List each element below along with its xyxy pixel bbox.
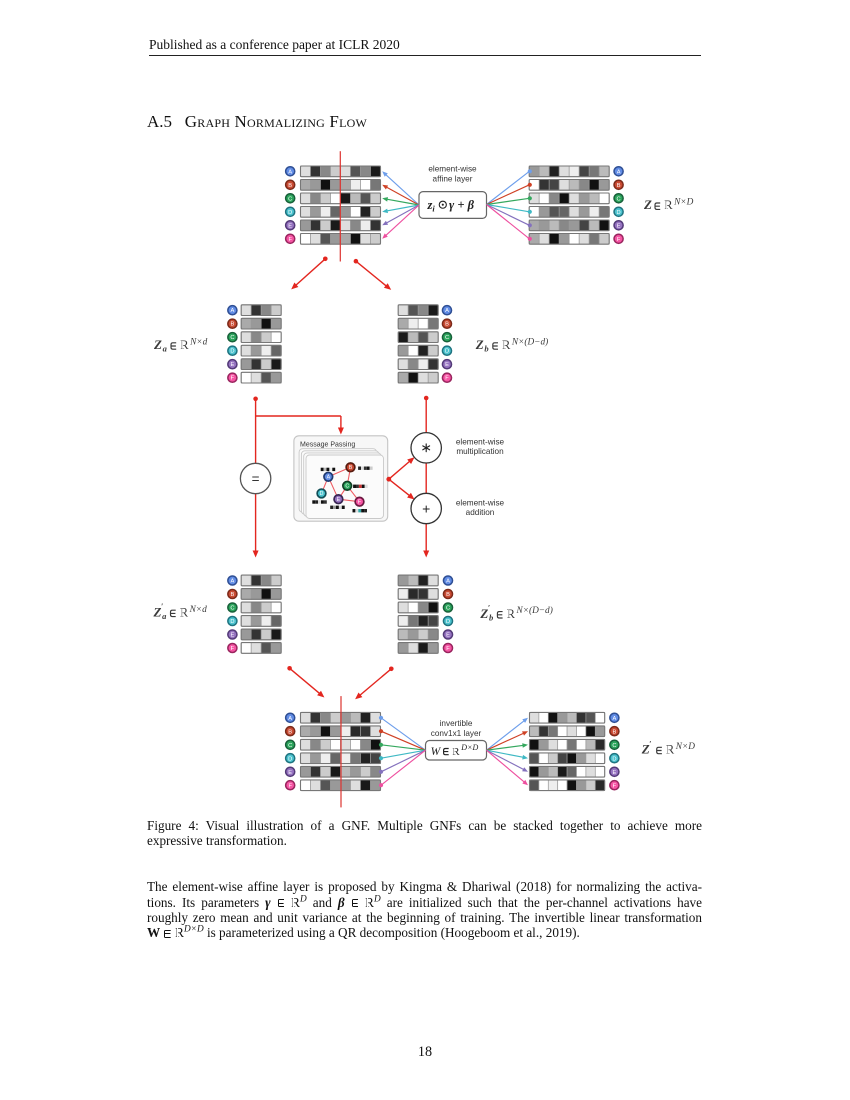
svg-text:C: C: [617, 196, 621, 202]
svg-text:D×D: D×D: [460, 743, 478, 752]
svg-text:D: D: [612, 756, 616, 762]
svg-text:A: A: [288, 169, 292, 175]
svg-text:F: F: [446, 646, 450, 652]
svg-text:C: C: [612, 743, 616, 749]
svg-text:F: F: [288, 783, 292, 789]
svg-text:D: D: [320, 491, 324, 497]
svg-text:F: F: [231, 376, 235, 382]
svg-text:′: ′: [488, 604, 490, 613]
svg-text:R: R: [502, 338, 511, 352]
svg-text:′: ′: [649, 739, 651, 748]
svg-text:C: C: [288, 196, 292, 202]
svg-text:a: a: [163, 344, 168, 354]
svg-text:E: E: [231, 362, 235, 368]
svg-text:a: a: [162, 611, 167, 621]
svg-text:B: B: [445, 322, 449, 328]
svg-text:conv1x1 layer: conv1x1 layer: [431, 729, 482, 738]
svg-text:F: F: [358, 500, 361, 506]
svg-text:A: A: [231, 308, 235, 314]
svg-text:C: C: [230, 606, 234, 612]
svg-text:Z: Z: [643, 197, 652, 212]
svg-text:E: E: [613, 770, 617, 776]
svg-text:invertible: invertible: [440, 719, 473, 728]
svg-text:R: R: [507, 607, 516, 621]
svg-text:Message Passing: Message Passing: [300, 442, 355, 449]
svg-text:B: B: [617, 183, 621, 189]
svg-text:B: B: [231, 592, 235, 598]
svg-text:D: D: [288, 210, 292, 216]
svg-text:B: B: [446, 592, 450, 598]
svg-text:E: E: [617, 223, 621, 229]
svg-text:A: A: [231, 579, 235, 585]
svg-text:F: F: [231, 646, 235, 652]
svg-text:D: D: [230, 619, 234, 625]
svg-text:zi: zi: [427, 198, 436, 214]
svg-text:F: F: [617, 237, 621, 243]
svg-text:R: R: [664, 198, 673, 212]
svg-text:R: R: [180, 605, 189, 619]
svg-text:Z: Z: [153, 604, 162, 619]
svg-text:C: C: [345, 484, 349, 490]
svg-text:D: D: [617, 210, 621, 216]
svg-text:W: W: [431, 746, 442, 758]
svg-text:=: =: [252, 471, 260, 486]
svg-text:addition: addition: [466, 508, 495, 517]
svg-text:N×D: N×D: [675, 742, 695, 752]
svg-text:E: E: [288, 223, 292, 229]
svg-text:Z: Z: [475, 337, 484, 352]
svg-text:Z: Z: [641, 742, 650, 757]
svg-text:F: F: [288, 237, 292, 243]
svg-text:N×(D−d): N×(D−d): [516, 605, 553, 616]
svg-text:element-wise: element-wise: [456, 438, 505, 447]
svg-text:A: A: [617, 169, 621, 175]
svg-text:B: B: [613, 729, 617, 735]
svg-text:A: A: [327, 475, 331, 481]
svg-text:A: A: [288, 716, 292, 722]
svg-text:A: A: [613, 716, 617, 722]
svg-text:B: B: [231, 322, 235, 328]
svg-text:C: C: [230, 335, 234, 341]
svg-text:C: C: [445, 335, 449, 341]
svg-text:element-wise: element-wise: [456, 498, 505, 507]
svg-text:element-wise: element-wise: [428, 165, 477, 174]
svg-text:E: E: [445, 362, 449, 368]
svg-text:F: F: [445, 376, 449, 382]
svg-text:A: A: [445, 308, 449, 314]
svg-text:B: B: [288, 729, 292, 735]
svg-text:′: ′: [161, 602, 163, 611]
svg-text:γ + β: γ + β: [449, 198, 475, 212]
svg-text:B: B: [288, 183, 292, 189]
svg-text:D: D: [288, 756, 292, 762]
svg-text:E: E: [231, 633, 235, 639]
svg-text:affine layer: affine layer: [433, 175, 473, 184]
svg-text:C: C: [288, 743, 292, 749]
svg-text:E: E: [446, 633, 450, 639]
svg-text:N×D: N×D: [673, 198, 693, 208]
svg-text:multiplication: multiplication: [456, 447, 504, 456]
svg-text:D: D: [445, 349, 449, 355]
svg-text:N×d: N×d: [189, 337, 207, 347]
svg-text:Z: Z: [153, 337, 162, 352]
svg-text:N×d: N×d: [189, 605, 207, 615]
svg-text:+: +: [422, 500, 430, 516]
svg-text:Z: Z: [479, 606, 488, 621]
svg-text:B: B: [349, 465, 353, 471]
svg-text:R: R: [452, 746, 460, 758]
svg-text:C: C: [446, 606, 450, 612]
svg-text:N×(D−d): N×(D−d): [511, 336, 548, 347]
svg-text:R: R: [180, 338, 189, 352]
svg-text:E: E: [337, 497, 341, 503]
svg-text:D: D: [446, 619, 450, 625]
svg-text:F: F: [613, 783, 617, 789]
svg-text:b: b: [489, 612, 493, 622]
svg-text:b: b: [484, 344, 488, 354]
svg-text:E: E: [288, 770, 292, 776]
svg-text:R: R: [666, 743, 675, 757]
svg-text:D: D: [230, 349, 234, 355]
svg-text:A: A: [446, 579, 450, 585]
